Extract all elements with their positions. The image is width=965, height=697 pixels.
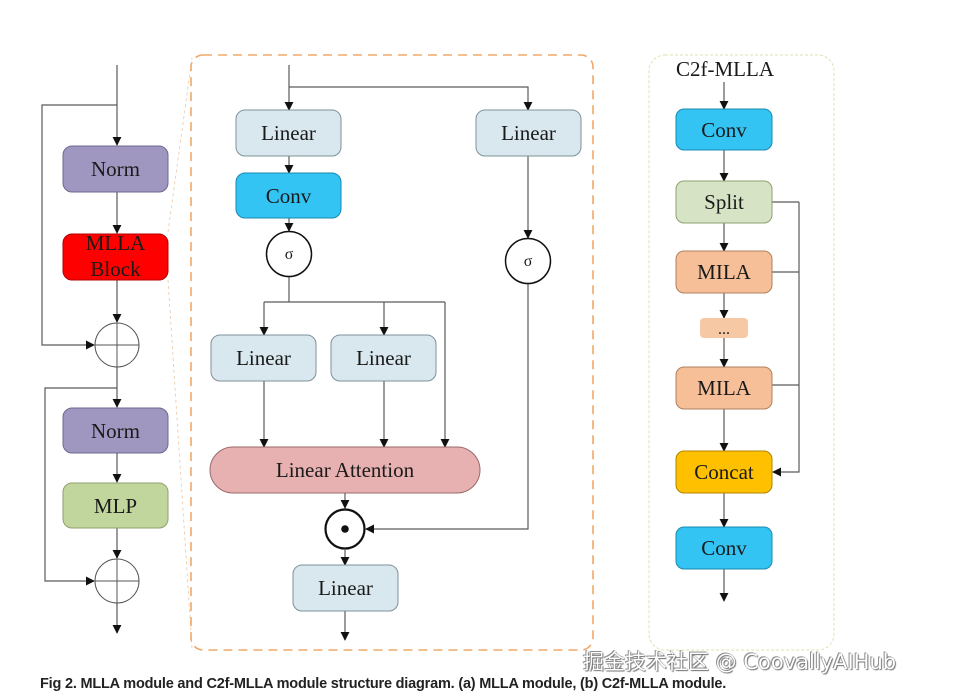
c2f-mlla-title: C2f-MLLA: [676, 57, 775, 81]
node-linear-q[interactable]: Linear: [210, 334, 317, 382]
add2-plus-icon: [94, 558, 140, 604]
node-c2f-conv-in-label: Conv: [701, 118, 747, 142]
node-linear-attention-label: Linear Attention: [276, 458, 415, 482]
sigma-a-icon: σ: [285, 246, 294, 263]
node-linear-b[interactable]: Linear: [475, 109, 582, 157]
node-conv-label: Conv: [266, 184, 312, 208]
node-mlla-block-line2: Block: [90, 257, 141, 281]
node-linear-k[interactable]: Linear: [330, 334, 437, 382]
watermark: 掘金技术社区 @ CoovallyAIHub: [583, 650, 897, 674]
node-mlla-block[interactable]: MLLA Block: [62, 231, 169, 281]
node-hadamard-product[interactable]: [324, 508, 366, 550]
node-mila2[interactable]: MILA: [675, 366, 773, 410]
sigma-b-icon: σ: [524, 253, 533, 270]
node-ellipsis[interactable]: ...: [700, 318, 748, 338]
zoom-guide-top: [167, 57, 193, 233]
edge-sigma-b-to-product: [365, 284, 529, 534]
edge-input-to-linear-b: [289, 86, 533, 111]
node-split-label: Split: [704, 190, 744, 214]
node-conv[interactable]: Conv: [235, 172, 342, 219]
node-linear-attention[interactable]: Linear Attention: [209, 446, 481, 494]
mlla-module: Linear Linear Conv σ σ Linear Linear Li: [209, 65, 582, 641]
node-mila1-label: MILA: [697, 260, 751, 284]
add1-plus-icon: [94, 322, 140, 368]
node-norm2-label: Norm: [91, 419, 140, 443]
node-mila1[interactable]: MILA: [675, 250, 773, 294]
node-mlp-label: MLP: [94, 494, 137, 518]
node-mila2-label: MILA: [697, 376, 751, 400]
node-norm1-label: Norm: [91, 157, 140, 181]
node-linear-a-label: Linear: [261, 121, 316, 145]
figure-caption: Fig 2. MLLA module and C2f-MLLA module s…: [40, 676, 727, 692]
c2f-mlla-module: C2f-MLLA Conv Split MILA ...: [675, 57, 800, 602]
node-concat-label: Concat: [694, 460, 754, 484]
node-sigma-a[interactable]: σ: [265, 230, 313, 278]
node-c2f-conv-out-label: Conv: [701, 536, 747, 560]
node-linear-k-label: Linear: [356, 346, 411, 370]
circled-dot-icon: [324, 508, 366, 550]
node-ellipsis-label: ...: [718, 321, 730, 338]
block-overview: Norm MLLA Block Norm MLP: [41, 65, 169, 634]
node-c2f-conv-out[interactable]: Conv: [675, 526, 773, 570]
node-split[interactable]: Split: [675, 180, 773, 224]
node-linear-out[interactable]: Linear: [292, 564, 399, 612]
node-linear-a[interactable]: Linear: [235, 109, 342, 157]
node-linear-out-label: Linear: [318, 576, 373, 600]
mlla-module-frame: [190, 54, 594, 651]
edge-skip2: [44, 387, 117, 586]
node-norm1[interactable]: Norm: [62, 145, 169, 193]
edge-skip1: [41, 104, 117, 350]
node-c2f-conv-in[interactable]: Conv: [675, 108, 773, 151]
node-concat[interactable]: Concat: [675, 450, 773, 494]
node-norm2[interactable]: Norm: [62, 407, 169, 454]
node-mlp[interactable]: MLP: [62, 482, 169, 529]
c2f-mlla-frame: [648, 54, 835, 651]
node-sigma-b[interactable]: σ: [504, 237, 552, 285]
node-linear-q-label: Linear: [236, 346, 291, 370]
node-mlla-block-line1: MLLA: [86, 231, 146, 255]
zoom-guide-bottom: [167, 279, 193, 649]
node-linear-b-label: Linear: [501, 121, 556, 145]
edge-bus-to-concat: [772, 202, 800, 477]
